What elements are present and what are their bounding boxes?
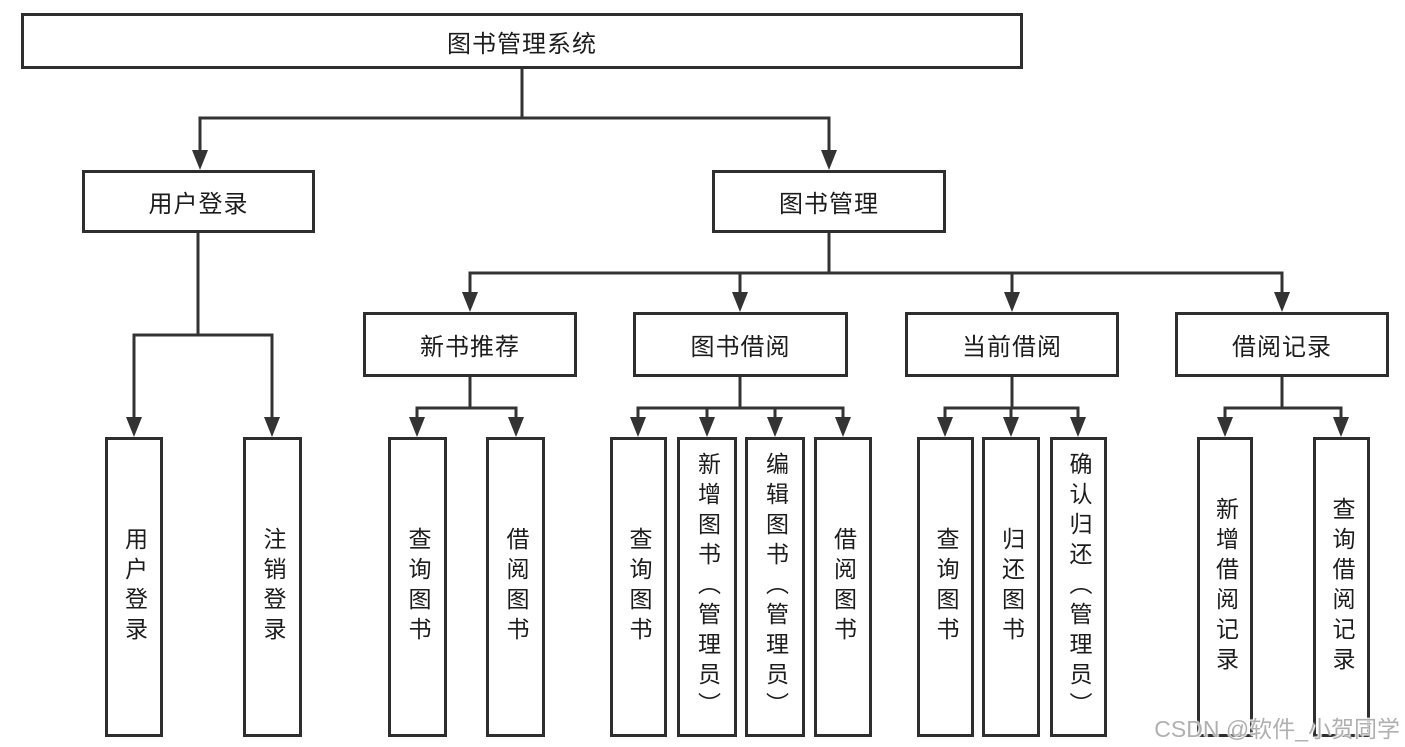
node-query-borrow-record: 查询借阅记录: [1313, 437, 1370, 737]
node-book-management-label: 图书管理: [779, 191, 879, 218]
node-query-book-3: 查询图书: [917, 437, 974, 737]
node-book-management: 图书管理: [712, 170, 946, 233]
csdn-watermark: CSDN @软件_小贺同学: [1154, 716, 1400, 742]
node-current-borrow: 当前借阅: [905, 312, 1119, 377]
node-new-book-recommend: 新书推荐: [363, 312, 577, 377]
connector-current-borrow-branch: [943, 375, 1080, 422]
node-confirm-return-admin-label: 确认归还（管理员）: [1066, 452, 1092, 722]
node-query-book-2: 查询图书: [610, 437, 667, 737]
node-borrow-book-2: 借阅图书: [814, 437, 872, 737]
node-borrow-book-1: 借阅图书: [486, 437, 545, 737]
node-add-book-admin-label: 新增图书（管理员）: [694, 452, 721, 722]
node-query-book-1-label: 查询图书: [405, 527, 431, 647]
node-root: 图书管理系统: [21, 13, 1023, 69]
node-query-book-3-label: 查询图书: [933, 527, 959, 647]
node-add-book-admin: 新增图书（管理员）: [677, 437, 737, 737]
connector-new-book-branch: [415, 375, 518, 422]
node-borrow-book-1-label: 借阅图书: [503, 527, 529, 647]
node-user-login-action: 用户登录: [105, 437, 163, 737]
node-return-book: 归还图书: [982, 437, 1040, 737]
node-query-borrow-record-label: 查询借阅记录: [1329, 497, 1355, 677]
node-confirm-return-admin: 确认归还（管理员）: [1050, 437, 1107, 737]
node-user-login-action-label: 用户登录: [121, 527, 148, 647]
connector-book-management-branch: [468, 231, 1284, 297]
node-user-login-label: 用户登录: [148, 191, 249, 218]
node-root-label: 图书管理系统: [447, 30, 597, 58]
node-book-borrow: 图书借阅: [633, 312, 848, 377]
node-borrow-record: 借阅记录: [1175, 312, 1389, 377]
connector-user-login-branch: [132, 231, 274, 422]
node-user-login: 用户登录: [82, 170, 315, 233]
node-query-book-2-label: 查询图书: [626, 527, 652, 647]
node-current-borrow-label: 当前借阅: [962, 334, 1062, 361]
node-logout-action: 注销登录: [243, 437, 302, 737]
node-new-book-recommend-label: 新书推荐: [420, 334, 520, 361]
node-book-borrow-label: 图书借阅: [690, 334, 791, 361]
node-add-borrow-record-label: 新增借阅记录: [1212, 497, 1239, 677]
node-return-book-label: 归还图书: [998, 527, 1025, 647]
node-edit-book-admin-label: 编辑图书（管理员）: [762, 452, 789, 722]
connector-root-to-level2: [198, 67, 831, 155]
node-query-book-1: 查询图书: [388, 437, 447, 737]
node-edit-book-admin: 编辑图书（管理员）: [745, 437, 805, 737]
connector-book-borrow-branch: [636, 375, 845, 422]
connector-borrow-record-branch: [1223, 375, 1343, 422]
node-logout-action-label: 注销登录: [260, 527, 286, 647]
node-add-borrow-record: 新增借阅记录: [1197, 437, 1253, 737]
node-borrow-book-2-label: 借阅图书: [830, 527, 857, 647]
node-borrow-record-label: 借阅记录: [1232, 334, 1332, 361]
